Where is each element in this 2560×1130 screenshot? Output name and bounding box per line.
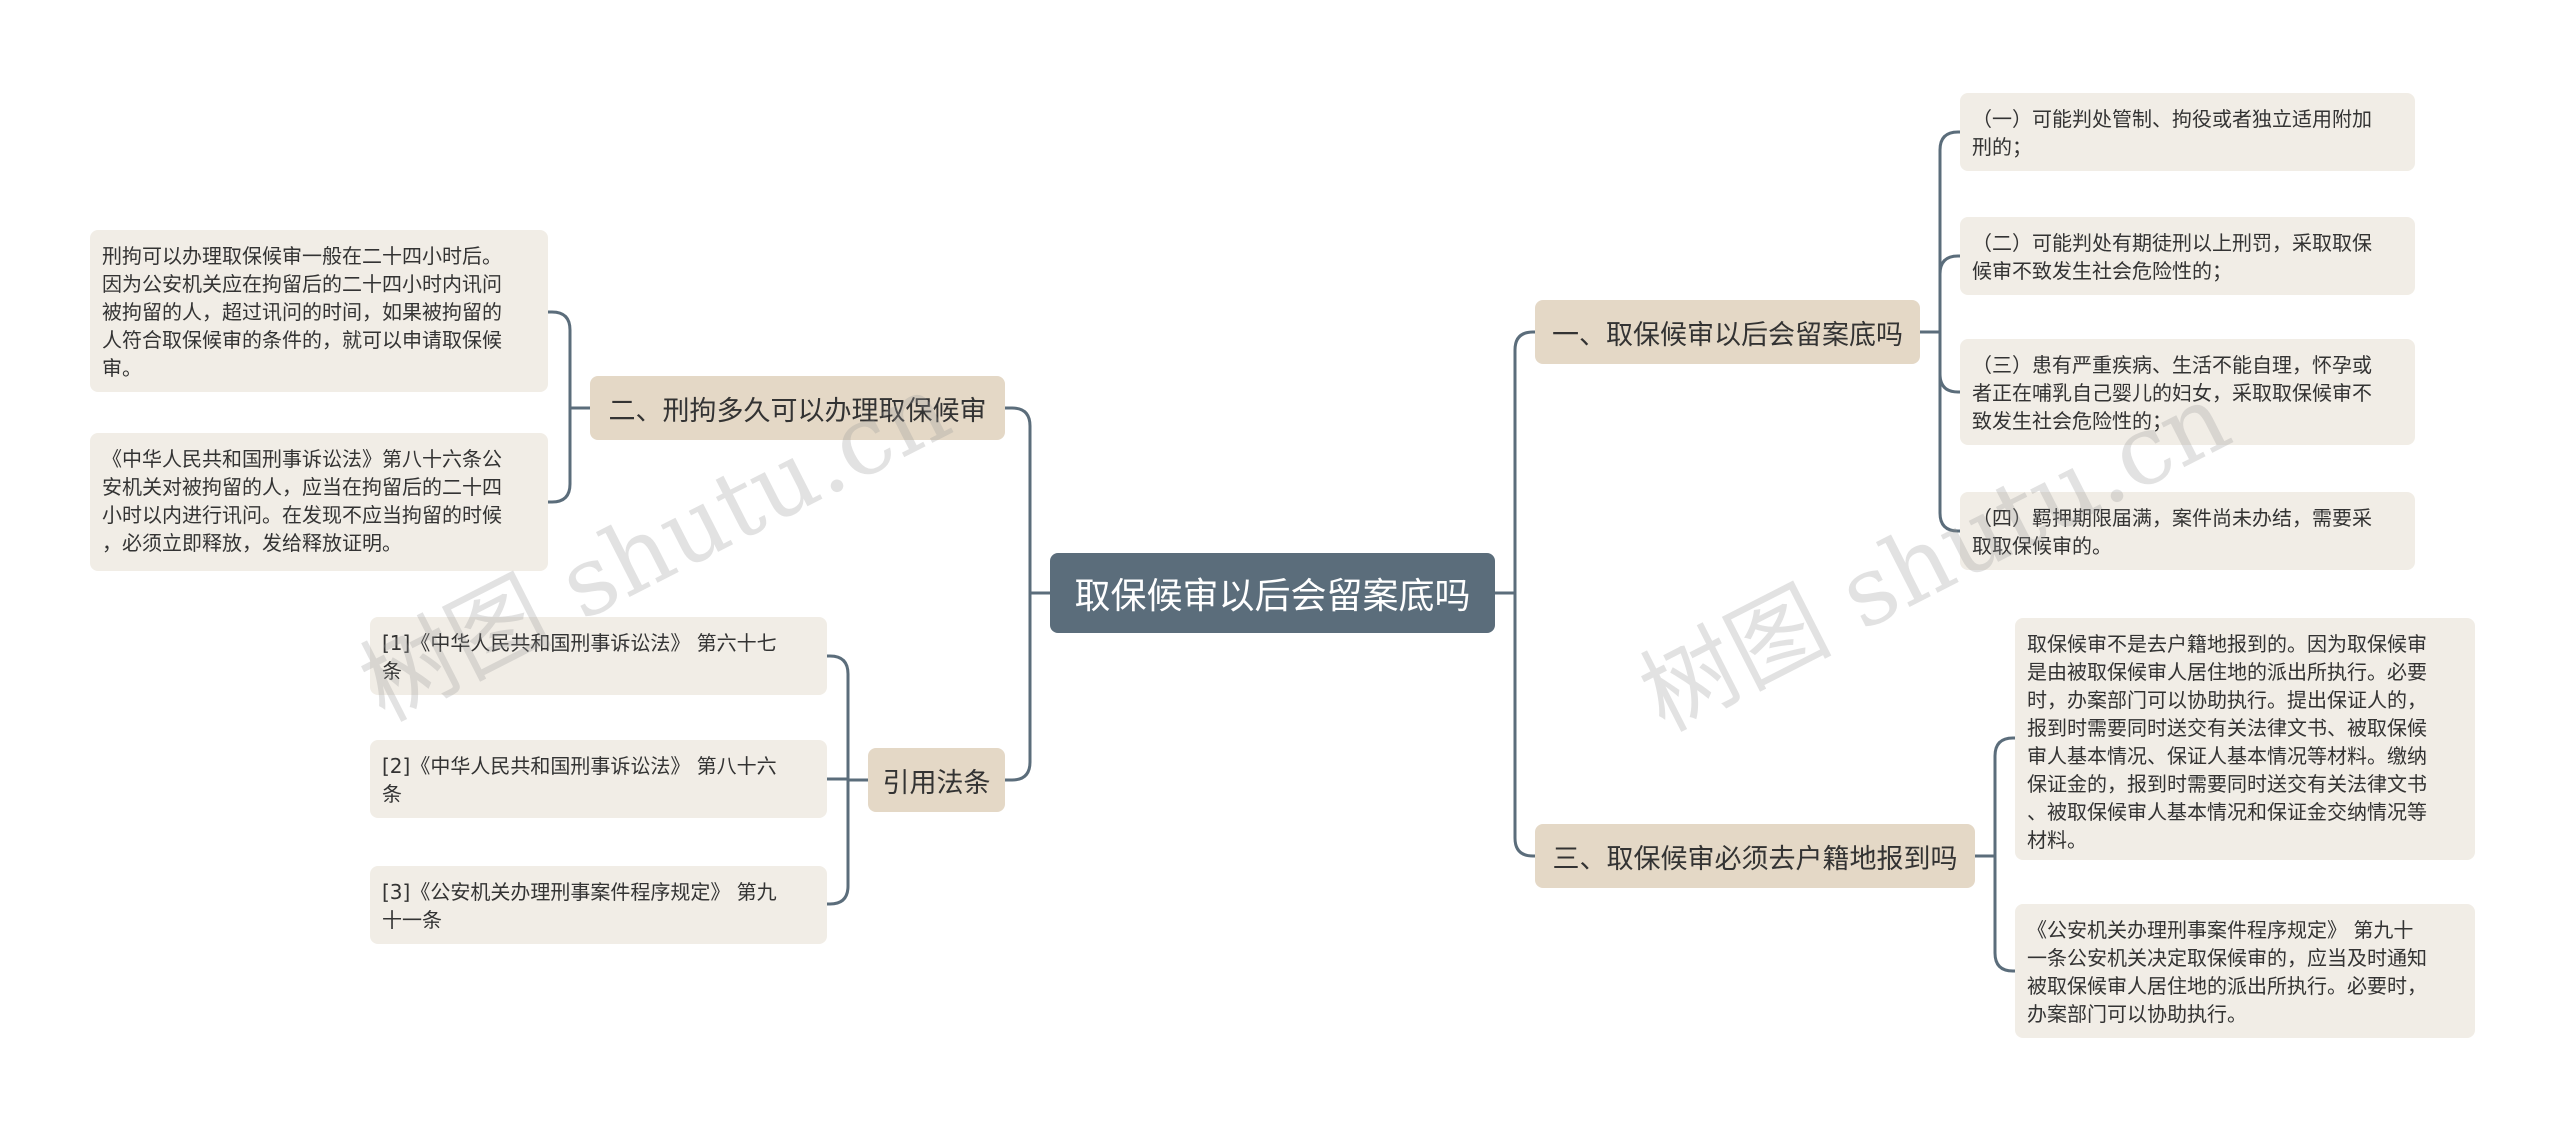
connector-b2-l1: [548, 310, 590, 410]
leaf-node-r6[interactable]: 《公安机关办理刑事案件程序规定》 第九十 一条公安机关决定取保候审的，应当及时通…: [2015, 904, 2475, 1038]
leaf-node-l5[interactable]: [3]《公安机关办理刑事案件程序规定》 第九 十一条: [370, 866, 827, 944]
connector-b3-r5: [1975, 736, 2015, 858]
connector-root-b2: [1005, 406, 1050, 595]
leaf-node-r4[interactable]: （四）羁押期限届满，案件尚未办结，需要采 取取保候审的。: [1960, 492, 2415, 570]
branch-node-2[interactable]: 二、刑拘多久可以办理取保候审: [590, 376, 1005, 440]
connector-root-b1: [1495, 330, 1535, 595]
branch-node-3[interactable]: 三、取保候审必须去户籍地报到吗: [1535, 824, 1975, 888]
leaf-node-r5[interactable]: 取保候审不是去户籍地报到的。因为取保候审 是由被取保候审人居住地的派出所执行。必…: [2015, 618, 2475, 860]
root-node[interactable]: 取保候审以后会留案底吗: [1050, 553, 1495, 633]
leaf-node-l2[interactable]: 《中华人民共和国刑事诉讼法》第八十六条公 安机关对被拘留的人，应当在拘留后的二十…: [90, 433, 548, 571]
leaf-node-r2[interactable]: （二）可能判处有期徒刑以上刑罚，采取取保 候审不致发生社会危险性的；: [1960, 217, 2415, 295]
connector-b4-l5: [827, 778, 868, 906]
connector-b1-r1: [1920, 130, 1960, 334]
branch-node-4[interactable]: 引用法条: [868, 748, 1005, 812]
connector-b2-l2: [548, 406, 590, 504]
leaf-node-r1[interactable]: （一）可能判处管制、拘役或者独立适用附加 刑的；: [1960, 93, 2415, 171]
connector-b4-l3: [827, 654, 868, 782]
connector-root-b3: [1495, 591, 1535, 858]
leaf-node-l3[interactable]: [1]《中华人民共和国刑事诉讼法》 第六十七 条: [370, 617, 827, 695]
connector-b3-r6: [1975, 854, 2015, 973]
leaf-node-l1[interactable]: 刑拘可以办理取保候审一般在二十四小时后。 因为公安机关应在拘留后的二十四小时内讯…: [90, 230, 548, 392]
leaf-node-r3[interactable]: （三）患有严重疾病、生活不能自理，怀孕或 者正在哺乳自己婴儿的妇女，采取取保候审…: [1960, 339, 2415, 445]
branch-node-1[interactable]: 一、取保候审以后会留案底吗: [1535, 300, 1920, 364]
connector-b1-r2: [1920, 254, 1960, 334]
leaf-node-l4[interactable]: [2]《中华人民共和国刑事诉讼法》 第八十六 条: [370, 740, 827, 818]
connector-b1-r4: [1920, 330, 1960, 533]
connector-root-b4: [1005, 591, 1050, 782]
